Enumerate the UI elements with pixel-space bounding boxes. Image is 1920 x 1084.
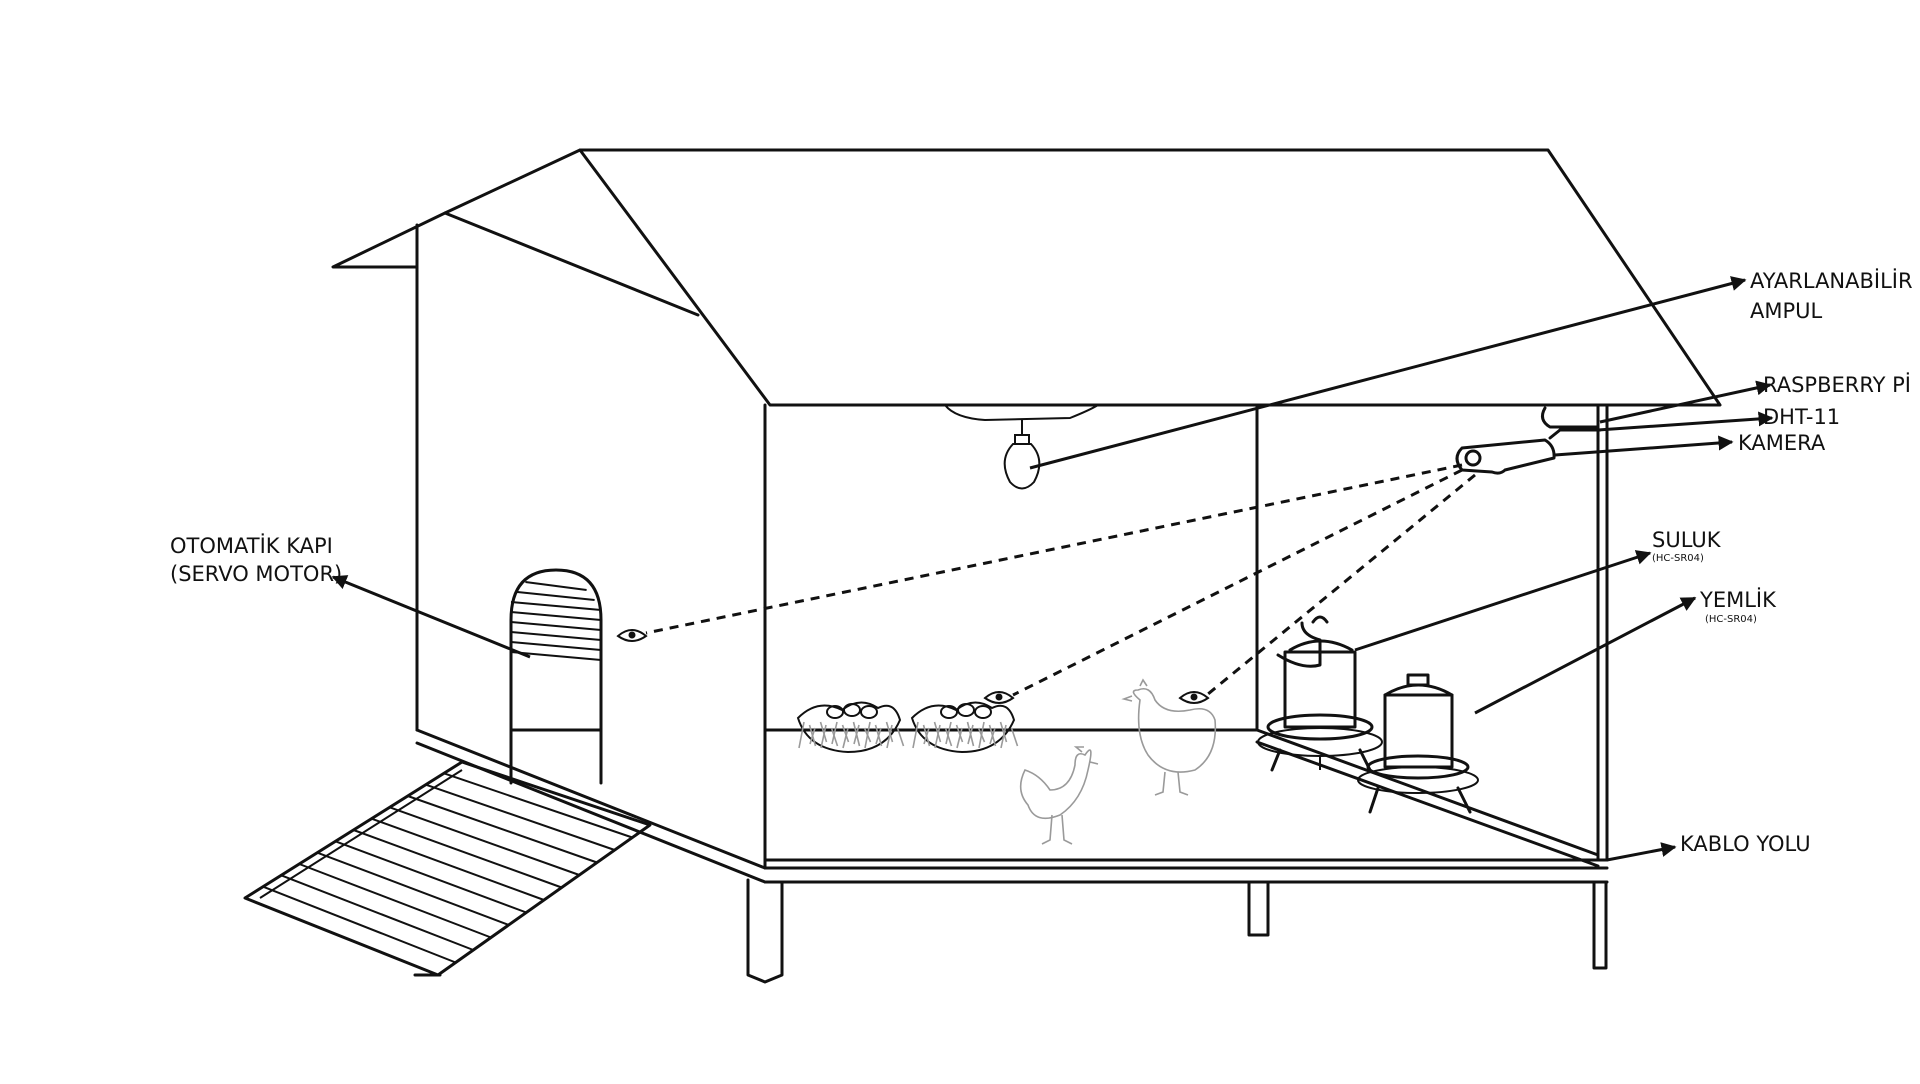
nest-right: [912, 702, 1018, 752]
door-slat: [517, 592, 594, 600]
door-slat: [511, 602, 601, 610]
ramp-slat: [372, 819, 562, 888]
ramp-slat: [317, 853, 508, 925]
pointer-camera: [1555, 442, 1732, 455]
door-slat: [511, 642, 601, 650]
egg: [958, 704, 974, 716]
roof-eave-left: [333, 150, 580, 267]
leg-front-left: [748, 880, 782, 982]
ramp-slat: [281, 875, 473, 950]
ramp-slat: [263, 887, 456, 963]
door-frame: [511, 570, 601, 783]
door-slat: [525, 582, 586, 590]
camera-view-line: [1013, 470, 1462, 695]
roof-ridge-line: [445, 213, 698, 315]
egg: [844, 704, 860, 716]
light-bulb-icon: [1005, 420, 1040, 489]
ramp-slat: [390, 807, 580, 875]
right-floor-diagonal-lower: [1257, 742, 1598, 866]
label-lamp-line2: AMPUL: [1750, 299, 1823, 323]
door-slat: [511, 612, 601, 620]
door-slats: [511, 582, 601, 660]
label-door-line1: OTOMATİK KAPI: [170, 533, 333, 558]
label-feed-sensor: (HC-SR04): [1705, 614, 1757, 625]
egg: [975, 706, 991, 718]
label-water: SULUK: [1652, 528, 1722, 552]
label-camera: KAMERA: [1738, 431, 1826, 455]
nest-left: [798, 702, 904, 752]
feeder-icon: [1358, 675, 1478, 812]
eye-icon: [1180, 692, 1208, 703]
egg: [861, 706, 877, 718]
ramp-slat: [354, 830, 545, 900]
ramp: [245, 762, 650, 975]
chicken-icon: [1124, 680, 1215, 795]
camera-icon: [1457, 430, 1600, 473]
leg-front-right: [1594, 882, 1606, 968]
pointer-lamp: [1030, 280, 1745, 468]
nest-icon: [798, 702, 900, 752]
roof-main: [580, 150, 1720, 405]
automatic-door: [511, 570, 601, 783]
label-water-sensor: (HC-SR04): [1652, 553, 1704, 564]
ceiling-mount-lamp: [945, 405, 1098, 420]
door-slat: [511, 622, 601, 630]
raspberry-pi-mount: [1542, 408, 1598, 427]
chicken-icon: [1021, 747, 1098, 844]
nest-straw: [979, 722, 984, 748]
camera-view-line: [646, 465, 1462, 633]
pointer-door: [333, 577, 530, 657]
nest-icon: [912, 702, 1014, 752]
camera-view-line: [1208, 475, 1475, 694]
pointer-cable: [1607, 847, 1675, 860]
label-cable: KABLO YOLU: [1680, 832, 1811, 856]
label-feed: YEMLİK: [1699, 587, 1777, 612]
ramp-slat: [335, 841, 526, 912]
door-slat: [511, 632, 601, 640]
label-lamp-line1: AYARLANABİLİR: [1750, 268, 1913, 293]
eye-icon: [985, 692, 1013, 703]
label-dht: DHT-11: [1763, 405, 1840, 429]
ramp-slat: [426, 785, 615, 850]
eye-icon: [618, 630, 646, 641]
pointer-feed: [1475, 598, 1695, 713]
ramp-slat: [299, 864, 491, 938]
label-door-line2: (SERVO MOTOR): [170, 562, 342, 586]
nest-straw: [865, 722, 870, 748]
label-raspberry: RASPBERRY Pİ: [1763, 372, 1911, 397]
ramp-slat: [408, 796, 597, 863]
feeder-icon: [1258, 617, 1382, 770]
leg-front-middle: [1249, 882, 1268, 935]
pointer-dht: [1598, 418, 1772, 430]
coop-structure: [333, 150, 1720, 982]
